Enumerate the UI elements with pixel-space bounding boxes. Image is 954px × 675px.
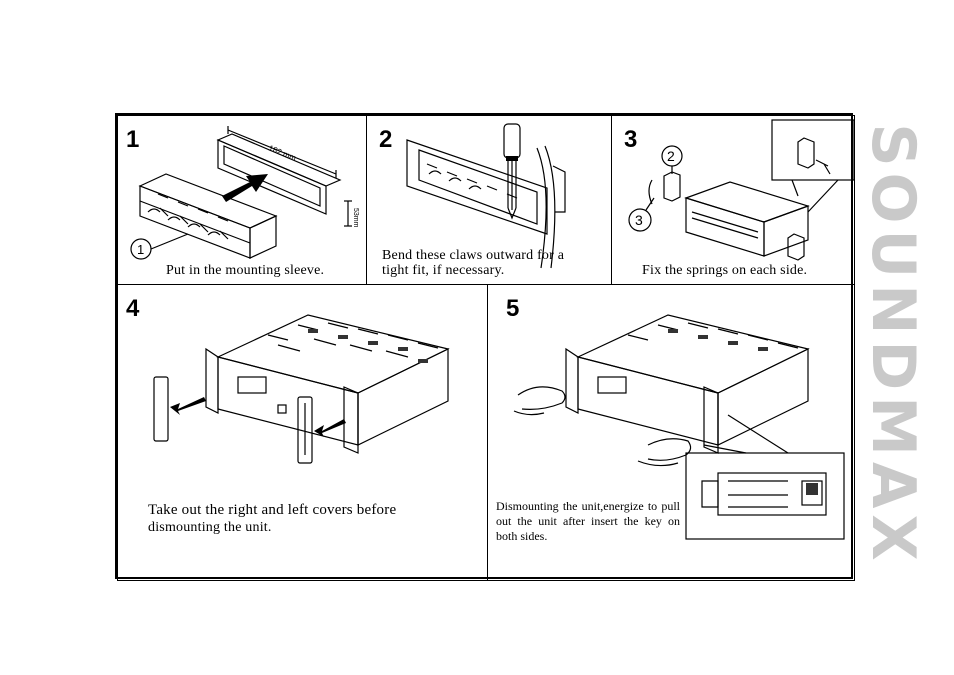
step-5-panel: 5 xyxy=(487,284,855,581)
mounting-sleeve-illustration: 182 mm 53mm 1 xyxy=(130,126,359,260)
step-4-panel: 4 xyxy=(117,284,488,581)
instruction-frame: 1 xyxy=(115,113,855,581)
step-4-number: 4 xyxy=(126,295,140,322)
brand-logo: SOUNDMAX xyxy=(858,50,928,640)
step-3-number: 3 xyxy=(624,126,638,153)
step-1-number: 1 xyxy=(126,126,140,153)
step-3-callout-a: 2 xyxy=(667,148,675,164)
sleeve-height-label: 53mm xyxy=(352,208,359,228)
step-4-caption-line-1: Take out the right and left covers befor… xyxy=(148,502,397,518)
remove-covers-illustration xyxy=(153,314,450,464)
step-1-panel: 1 xyxy=(117,115,367,285)
step-3-caption: Fix the springs on each side. xyxy=(642,263,808,278)
sleeve-width-label: 182 mm xyxy=(267,144,297,163)
bend-claws-illustration xyxy=(406,123,566,269)
step-4-caption-line-2: dismounting the unit. xyxy=(148,520,272,535)
dismount-unit-illustration xyxy=(513,314,845,540)
step-1-caption: Put in the mounting sleeve. xyxy=(166,263,325,278)
step-2-caption-line-2: tight fit, if necessary. xyxy=(382,263,505,278)
step-2-number: 2 xyxy=(379,126,393,153)
brand-name: SOUNDMAX xyxy=(858,123,928,567)
step-1-callout-number: 1 xyxy=(137,242,144,257)
step-2-caption-line-1: Bend these claws outward for a xyxy=(382,248,565,263)
step-3-panel: 3 xyxy=(611,115,855,285)
step-2-panel: 2 Bend these claws outward for a ti xyxy=(366,115,612,285)
step-5-number: 5 xyxy=(506,295,520,322)
step-5-caption: Dismounting the unit,energize to pull ou… xyxy=(496,499,680,543)
fix-springs-illustration: 2 3 xyxy=(628,119,854,261)
step-3-callout-b: 3 xyxy=(635,212,643,228)
